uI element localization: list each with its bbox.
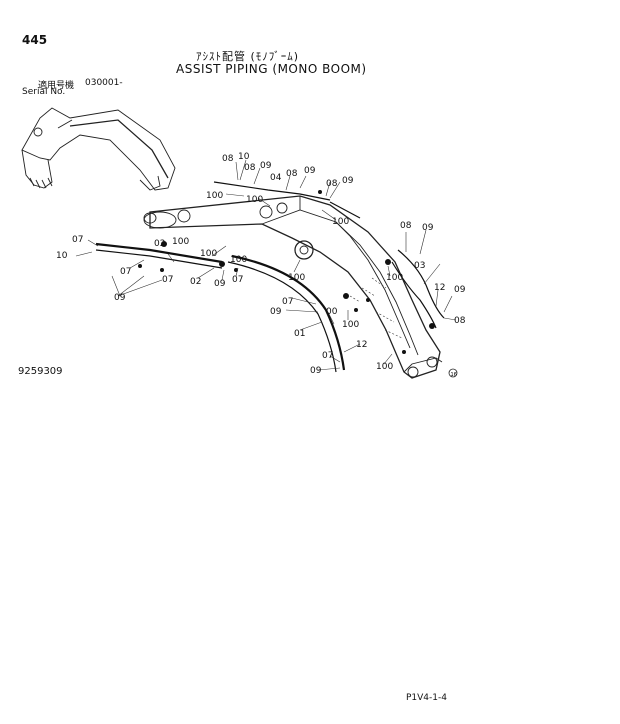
sheet-reference: P1V4-1-4	[406, 693, 447, 703]
part-label: 04	[270, 173, 282, 183]
part-label: 10	[56, 251, 68, 261]
part-label: 10	[238, 152, 250, 162]
part-label: 100	[230, 255, 247, 265]
part-label: 12	[356, 340, 367, 350]
part-label: 07	[162, 275, 173, 285]
part-label: 08	[454, 316, 466, 326]
page-number: 445	[22, 33, 48, 47]
part-label: 100	[332, 217, 349, 227]
figure-number: 9259309	[18, 366, 63, 377]
part-label: 100	[342, 320, 359, 330]
svg-text:16: 16	[451, 372, 457, 378]
part-label: 09	[422, 223, 434, 233]
title-japanese: ｱｼｽﾄ配管 (ﾓﾉﾌﾞｰﾑ)	[196, 50, 300, 63]
part-label: 08	[244, 163, 256, 173]
part-labels: 08 10 08 09 04 08 09 08 09 100 100 100 1…	[56, 152, 466, 376]
part-label: 08	[400, 221, 412, 231]
part-label: 07	[120, 267, 131, 277]
part-label: 100	[246, 195, 263, 205]
part-label: 100	[288, 273, 305, 283]
part-label: 03	[414, 261, 425, 271]
part-label: 00	[326, 307, 338, 317]
part-label: 09	[114, 293, 126, 303]
part-label: 09	[454, 285, 466, 295]
part-label: 09	[270, 307, 282, 317]
part-label: 01	[294, 329, 305, 339]
part-label: 07	[282, 297, 293, 307]
assist-pipes	[95, 181, 445, 373]
part-label: 02	[190, 277, 201, 287]
part-label: 100	[172, 237, 189, 247]
part-label: 09	[304, 166, 316, 176]
part-label: 100	[376, 362, 393, 372]
part-label: 09	[342, 176, 354, 186]
part-label: 02	[154, 239, 165, 249]
part-label: 07	[232, 275, 243, 285]
part-label: 08	[286, 169, 298, 179]
title-english: ASSIST PIPING (MONO BOOM)	[176, 62, 367, 76]
serial-value: 030001-	[85, 78, 123, 88]
serial-label-english: Serial No.	[22, 87, 66, 97]
part-label: 12	[434, 283, 445, 293]
circled-marker-icon: 16	[448, 368, 458, 378]
part-label: 07	[72, 235, 83, 245]
part-label: 09	[214, 279, 226, 289]
part-label: 08	[222, 154, 234, 164]
part-label: 09	[260, 161, 272, 171]
machine-overview-sketch	[21, 107, 176, 191]
serial-label-japanese: 適用号機	[38, 81, 75, 91]
part-label: 100	[386, 273, 403, 283]
boom-body	[143, 195, 443, 379]
part-label: 07	[322, 351, 333, 361]
part-label: 08	[326, 179, 338, 189]
part-label: 100	[200, 249, 217, 259]
leader-lines	[75, 159, 457, 371]
part-label: 09	[310, 366, 322, 376]
part-label: 100	[206, 191, 223, 201]
fastener-markers	[138, 190, 435, 354]
